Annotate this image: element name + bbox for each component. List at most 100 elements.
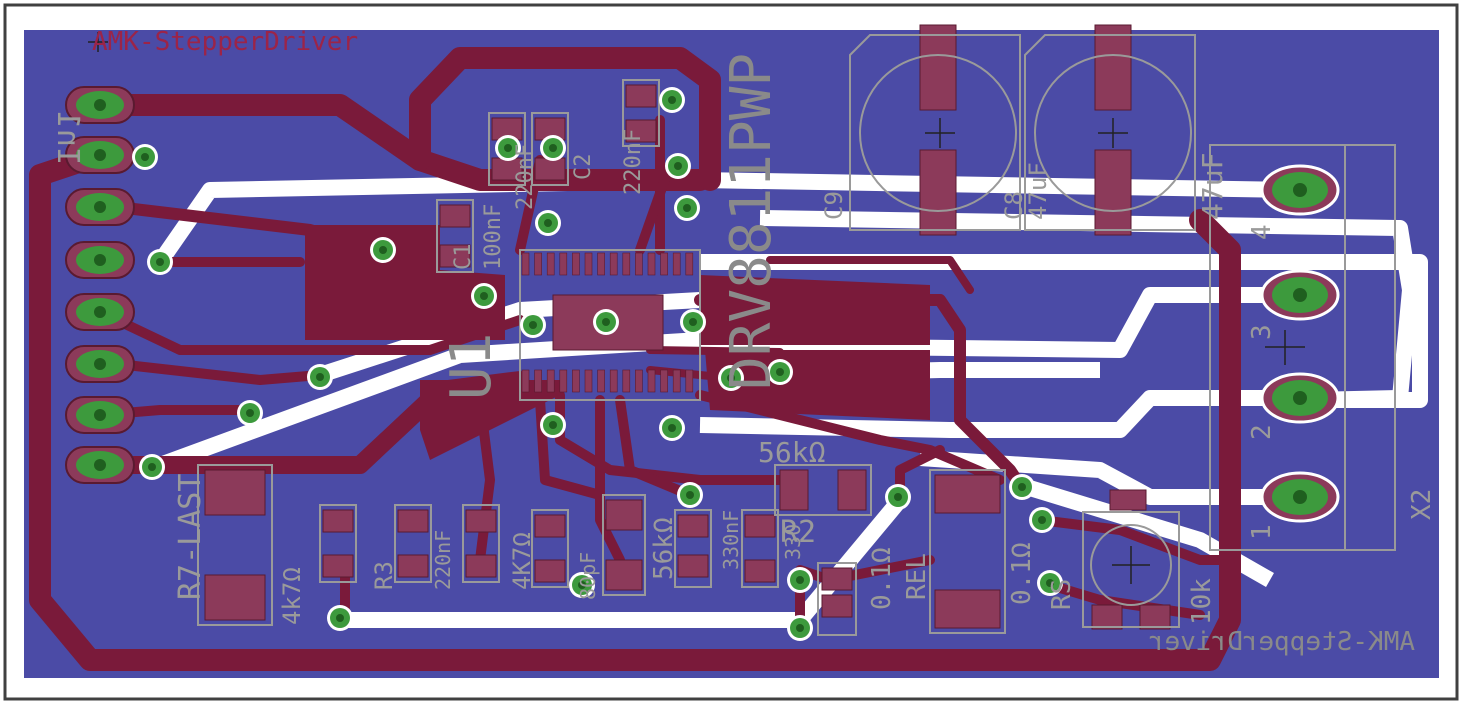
ic-pin xyxy=(672,369,681,393)
via xyxy=(540,412,566,438)
label-0-1: 0.1Ω xyxy=(867,547,897,610)
label-330: 330 xyxy=(781,524,805,560)
ic-pin xyxy=(660,369,668,393)
via xyxy=(767,359,793,385)
via xyxy=(885,484,911,510)
ic-pin xyxy=(559,369,568,393)
connector-x2[interactable] xyxy=(1260,164,1340,523)
label-100nf: 100nF xyxy=(481,204,506,270)
ic-pin xyxy=(660,252,668,276)
ic-pin xyxy=(597,369,605,393)
label-r3: R3 xyxy=(370,561,398,590)
via xyxy=(540,135,566,161)
label-in1: In1 xyxy=(50,111,85,165)
label-c1: C1 xyxy=(451,244,476,271)
header-pin-5[interactable] xyxy=(65,293,135,331)
ic-pin xyxy=(572,369,580,393)
label-4k7-2: 4K7Ω xyxy=(508,532,536,590)
via xyxy=(520,312,546,338)
label-pin-2: 2 xyxy=(1247,424,1277,440)
x2-pin-4[interactable] xyxy=(1260,164,1340,216)
via xyxy=(659,415,685,441)
header-pin-8[interactable] xyxy=(65,446,135,484)
label-330nf: 330nF xyxy=(719,510,743,570)
copper-fills xyxy=(305,225,930,460)
ic-pin xyxy=(559,252,568,276)
clearance-traces xyxy=(153,172,1428,628)
ic-pin xyxy=(572,252,580,276)
label-47uf-x2: 47uF xyxy=(1196,153,1229,220)
ic-pin xyxy=(685,369,694,393)
label-47uf: 47uF xyxy=(1024,162,1052,220)
header-pin-4[interactable] xyxy=(65,241,135,279)
via xyxy=(139,454,165,480)
x2-pin-1[interactable] xyxy=(1260,471,1340,523)
header-pin-1[interactable] xyxy=(65,86,135,124)
via xyxy=(677,482,703,508)
ic-u1[interactable] xyxy=(519,249,701,401)
via xyxy=(593,309,619,335)
ic-pin xyxy=(584,252,593,276)
via xyxy=(370,237,396,263)
label-80pf: 80pF xyxy=(576,552,600,600)
ic-pin xyxy=(534,252,542,276)
ic-pin xyxy=(521,252,530,276)
via xyxy=(665,153,691,179)
vias xyxy=(132,87,1063,641)
ic-pin xyxy=(546,369,555,393)
ic-pin xyxy=(647,252,656,276)
via xyxy=(787,567,813,593)
via xyxy=(680,309,706,335)
label-ic-value: DRV8811PWP xyxy=(719,53,784,390)
ic-pin xyxy=(635,252,643,276)
label-pin-1: 1 xyxy=(1247,524,1277,540)
label-pot-10k: 10k xyxy=(1187,578,1217,625)
label-220nf-3: 220nF xyxy=(431,530,455,590)
connector-in1[interactable] xyxy=(65,86,135,484)
board-title-top: AMK-StepperDriver xyxy=(92,27,358,57)
header-pin-6[interactable] xyxy=(65,345,135,383)
via xyxy=(1009,474,1035,500)
via xyxy=(718,365,744,391)
label-c8: C8 xyxy=(1000,191,1028,220)
label-x2: X2 xyxy=(1407,489,1437,520)
ic-pin xyxy=(685,252,694,276)
x2-pin-3[interactable] xyxy=(1260,269,1340,321)
copper-traces xyxy=(29,47,1241,671)
via xyxy=(327,605,353,631)
via xyxy=(237,400,263,426)
label-c2: C2 xyxy=(571,154,596,181)
via xyxy=(132,144,158,170)
via xyxy=(495,135,521,161)
ic-pin xyxy=(622,252,631,276)
ic-pin xyxy=(672,252,681,276)
label-rel: REL xyxy=(902,553,932,600)
via xyxy=(659,87,685,113)
label-c9: C9 xyxy=(820,191,848,220)
label-0-1b: 0.1Ω xyxy=(1007,542,1037,605)
via xyxy=(535,210,561,236)
label-56k: 56kΩ xyxy=(758,436,825,469)
via xyxy=(674,195,700,221)
label-r7-last: R7-LAST xyxy=(173,474,208,600)
label-220nf-1: 220nF xyxy=(513,144,538,210)
silkscreen-outlines xyxy=(197,34,1396,636)
ic-pin xyxy=(521,369,530,393)
smd-pads xyxy=(204,24,1171,630)
ic-pin xyxy=(546,252,555,276)
x2-pin-2[interactable] xyxy=(1260,372,1340,424)
header-pin-3[interactable] xyxy=(65,188,135,226)
ic-pin xyxy=(622,369,631,393)
label-pin-3: 3 xyxy=(1247,324,1277,340)
ic-pin xyxy=(635,369,643,393)
label-rs: RS xyxy=(1047,579,1077,610)
ic-pin xyxy=(584,369,593,393)
label-220nf-2: 220nF xyxy=(621,129,646,195)
header-pin-7[interactable] xyxy=(65,396,135,434)
ic-pin xyxy=(647,369,656,393)
via xyxy=(787,615,813,641)
via xyxy=(1029,507,1055,533)
board-title-bottom: AMK-StepperDriver xyxy=(1149,627,1415,657)
